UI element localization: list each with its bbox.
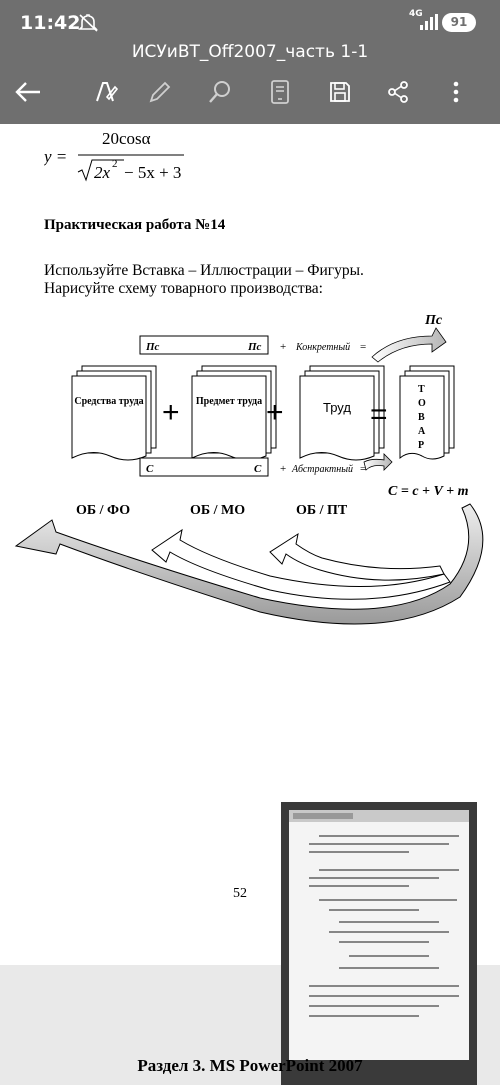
instructions: Используйте Вставка – Иллюстрации – Фигу… bbox=[44, 262, 364, 298]
battery-level: 91 bbox=[442, 13, 476, 32]
status-time: 11:42 bbox=[20, 12, 81, 34]
section-title: Раздел 3. MS PowerPoint 2007 bbox=[137, 1056, 363, 1075]
save-icon[interactable] bbox=[322, 74, 358, 110]
bottom-row-right: С bbox=[254, 463, 262, 475]
formula-lhs: y = bbox=[44, 147, 67, 166]
stack-label: Труд bbox=[323, 400, 351, 415]
instruction-line: Нарисуйте схему товарного производства: bbox=[44, 280, 323, 297]
tovar-letter: А bbox=[418, 426, 426, 437]
top-row-eq: = bbox=[360, 341, 366, 353]
tovar-letter: О bbox=[418, 398, 426, 409]
ob-label: ОБ / МО bbox=[190, 503, 245, 518]
bottom-row-plus: + bbox=[280, 463, 286, 475]
mute-icon bbox=[78, 13, 100, 38]
bottom-row-label: Абстрактный bbox=[291, 464, 353, 475]
share-icon[interactable] bbox=[380, 74, 416, 110]
stack-label: Предмет труда bbox=[195, 396, 263, 407]
formula-den-rest: − 5x + 3 bbox=[124, 163, 181, 182]
tovar-letter: Р bbox=[418, 440, 424, 451]
formula: y = 20cosα 2x 2 − 5x + 3 bbox=[44, 129, 184, 182]
page-number: 52 bbox=[233, 886, 247, 901]
formula-c: C = c + V + m bbox=[388, 484, 469, 499]
edit-pen-icon[interactable] bbox=[88, 74, 124, 110]
pc-arrow-shape bbox=[371, 327, 447, 363]
instruction-line: Используйте Вставка – Иллюстрации – Фигу… bbox=[44, 262, 364, 279]
top-row-box bbox=[139, 335, 269, 355]
top-row-right: Пс bbox=[247, 341, 262, 353]
top-row-label: Конкретный bbox=[295, 342, 350, 353]
stack-means-of-labour: Средства труда bbox=[71, 365, 157, 461]
status-bar: 11:42 4G 91 bbox=[0, 0, 500, 46]
plus-sign: + bbox=[162, 396, 180, 429]
reading-mode-icon[interactable] bbox=[262, 74, 298, 110]
bottom-row-box bbox=[139, 457, 269, 477]
stack-goods: Т О В А Р bbox=[399, 365, 455, 460]
top-row-plus: + bbox=[280, 341, 286, 353]
document-title: ИСУиВТ_Off2007_часть 1-1 bbox=[131, 42, 369, 62]
formula-den-exp: 2 bbox=[112, 158, 118, 170]
c-arrow-shape bbox=[363, 453, 393, 471]
back-arrow-icon[interactable] bbox=[10, 74, 46, 110]
more-icon[interactable] bbox=[438, 74, 474, 110]
ob-label: ОБ / ПТ bbox=[296, 503, 348, 518]
embedded-page-image bbox=[281, 802, 477, 1085]
signal-icon bbox=[420, 14, 438, 35]
ob-label: ОБ / ФО bbox=[76, 503, 130, 518]
stack-object-of-labour: Предмет труда bbox=[191, 365, 277, 461]
top-row-left: Пс bbox=[145, 341, 160, 353]
production-diagram: Пс Пс Пс + Конкретный = Средства труда +… bbox=[14, 313, 484, 625]
plus-sign: + bbox=[266, 396, 284, 429]
equals-sign: = bbox=[370, 398, 388, 431]
network-type: 4G bbox=[409, 9, 423, 19]
practical-work-heading: Практическая работа №14 bbox=[44, 217, 226, 233]
app-bar: ИСУиВТ_Off2007_часть 1-1 bbox=[0, 42, 500, 124]
ob-curved-arrows bbox=[14, 503, 484, 625]
embedded-page-content bbox=[289, 810, 469, 1060]
tovar-letter: В bbox=[418, 412, 425, 423]
bottom-row-left: С bbox=[146, 463, 154, 475]
pc-label: Пс bbox=[424, 313, 443, 328]
tovar-letter: Т bbox=[418, 384, 425, 395]
search-icon[interactable] bbox=[202, 74, 238, 110]
bottom-row-eq: = bbox=[360, 463, 366, 475]
formula-numerator: 20cosα bbox=[102, 129, 151, 148]
stack-labour: Труд bbox=[299, 365, 385, 461]
pencil-icon[interactable] bbox=[142, 74, 178, 110]
formula-den-base: 2x bbox=[94, 163, 111, 182]
stack-label: Средства труда bbox=[74, 396, 144, 407]
